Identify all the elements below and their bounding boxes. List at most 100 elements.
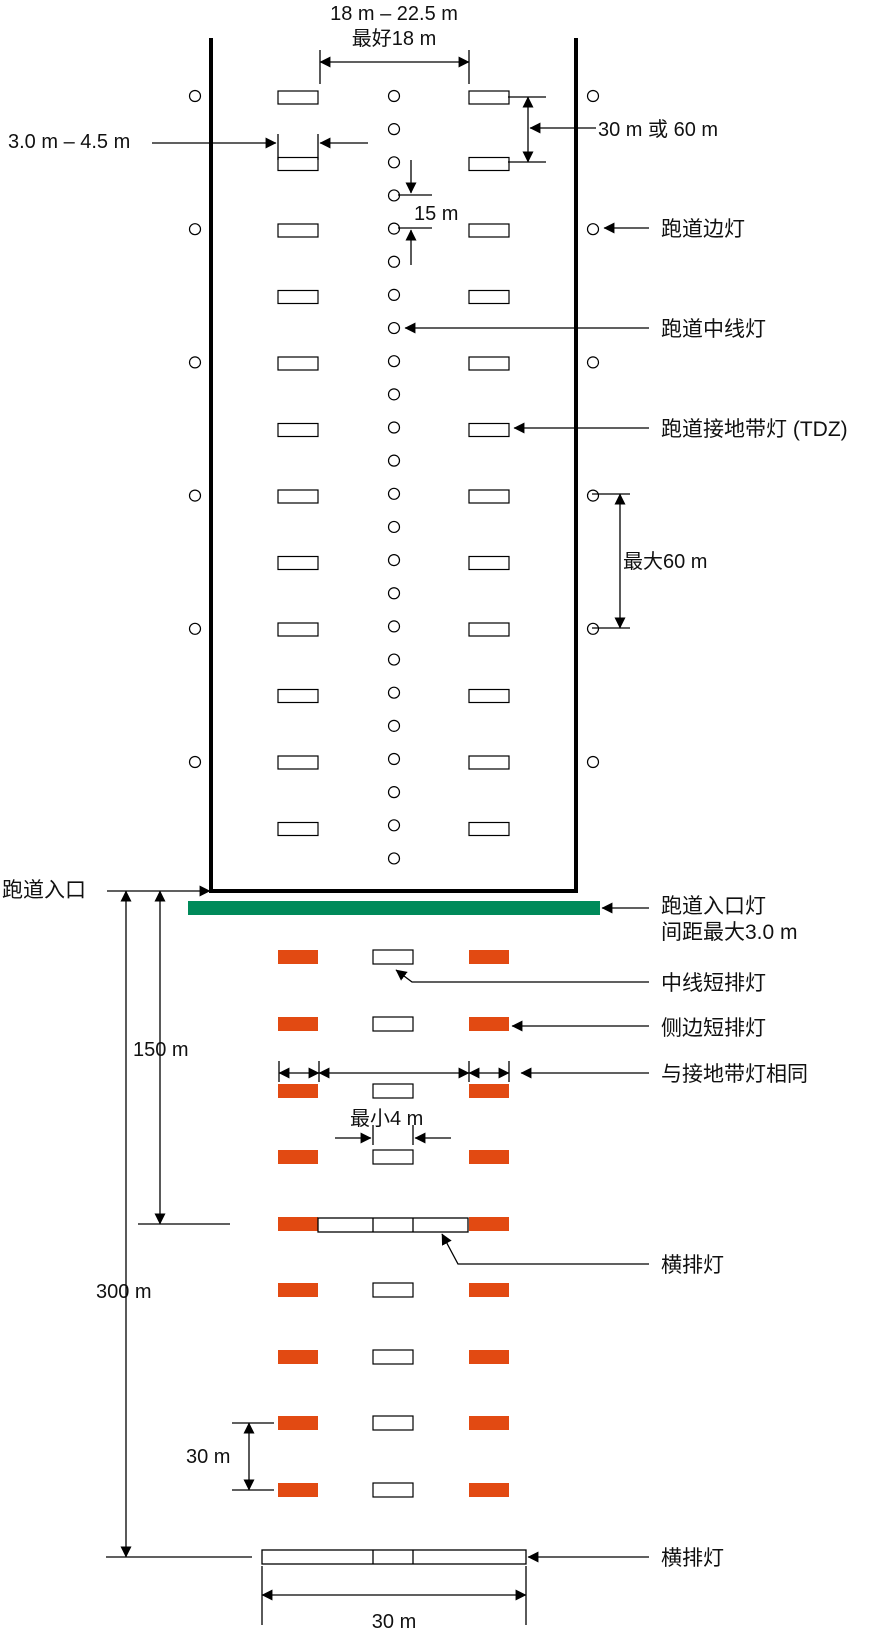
- tdz-barrette: [277, 156, 319, 172]
- centerline-light: [387, 156, 401, 169]
- edge-light: [586, 223, 600, 236]
- centerline-light: [387, 222, 401, 235]
- centerline-light: [387, 89, 401, 103]
- centerline-barrette: [372, 1282, 414, 1298]
- crossbar-150-leader: [441, 1233, 649, 1265]
- side-barrette: [469, 1217, 509, 1231]
- side-barrette: [469, 1283, 509, 1297]
- side-barrette: [469, 950, 509, 964]
- tdz-barrette: [468, 821, 510, 837]
- side-barrette-label: 侧边短排灯: [661, 1017, 766, 1040]
- edge-light: [188, 356, 202, 369]
- tdz-barrette: [468, 90, 510, 105]
- tdz-barrette: [468, 622, 510, 637]
- side-barrette: [278, 1283, 318, 1297]
- runway-outline: [209, 38, 578, 893]
- approach-spacing-text: 30 m: [186, 1446, 230, 1468]
- side-barrette: [469, 1084, 509, 1098]
- tdz-barrette: [277, 356, 319, 371]
- tdz-barrette: [277, 755, 319, 770]
- edge-light: [188, 223, 202, 236]
- centerline-light: [387, 819, 401, 832]
- tdz-barrette: [277, 688, 319, 704]
- side-barrette: [469, 1416, 509, 1430]
- centerline-barrette: [372, 1149, 414, 1165]
- centerline-barrette-label: 中线短排灯: [661, 972, 766, 995]
- tdz-barrette: [277, 555, 319, 571]
- centerline-light: [387, 719, 401, 732]
- centerline-light: [387, 487, 401, 500]
- tdz-spacing-text-2: 最好18 m: [352, 27, 436, 50]
- cl-spacing-text: 15 m: [414, 203, 458, 225]
- centerline-barrette: [372, 1415, 414, 1431]
- min-gap-text: 最小4 m: [350, 1107, 423, 1130]
- edge-light: [188, 622, 202, 635]
- edge-light: [188, 89, 202, 103]
- tdz-barrette: [277, 622, 319, 637]
- centerline-light: [387, 454, 401, 467]
- tdz-barrette: [468, 422, 510, 438]
- centerline-light: [387, 189, 401, 202]
- tdz-barrette: [277, 422, 319, 438]
- side-barrette: [469, 1150, 509, 1164]
- approach-lights-group: [278, 949, 509, 1498]
- side-barrette: [278, 1150, 318, 1164]
- centerline-light: [387, 786, 401, 799]
- centerline-label: 跑道中线灯: [661, 318, 766, 341]
- threshold-lights-label-1: 跑道入口灯: [661, 895, 766, 918]
- centerline-light: [387, 421, 401, 434]
- tdz-label: 跑道接地带灯 (TDZ): [661, 418, 848, 441]
- tdz-barrette: [468, 223, 510, 238]
- centerline-light: [387, 388, 401, 401]
- centerline-light: [387, 520, 401, 534]
- tdz-lights-group: [277, 90, 510, 837]
- threshold-lights-bar: [188, 901, 600, 915]
- centerline-barrette-leader: [395, 969, 649, 983]
- centerline-barrette: [372, 1349, 414, 1365]
- edge-light: [586, 489, 600, 502]
- edge-light: [586, 622, 600, 635]
- centerline-light: [387, 620, 401, 633]
- centerline-light: [387, 123, 401, 136]
- tdz-barrette: [468, 356, 510, 371]
- crossbar-150-label: 横排灯: [661, 1254, 724, 1277]
- edge-light: [188, 489, 202, 502]
- side-barrette: [469, 1017, 509, 1031]
- centerline-light: [387, 852, 401, 865]
- centerline-light: [387, 752, 401, 766]
- centerline-lights-group: [387, 89, 401, 865]
- tdz-barrette: [277, 289, 319, 305]
- edge-light: [586, 755, 600, 769]
- side-barrette: [278, 1084, 318, 1098]
- tdz-barrette: [277, 90, 319, 105]
- side-barrette: [278, 1416, 318, 1430]
- centerline-light: [387, 355, 401, 368]
- edge-spacing-text: 最大60 m: [623, 550, 707, 573]
- crossbar-300m: [261, 1549, 527, 1565]
- tdz-barrette: [468, 156, 510, 172]
- tdz-longitudinal-text: 30 m 或 60 m: [598, 118, 718, 141]
- edge-light: [586, 356, 600, 369]
- side-barrette: [278, 1483, 318, 1497]
- centerline-barrette: [372, 1016, 414, 1032]
- runway-edge-lights-group: [188, 89, 600, 769]
- centerline-light: [387, 255, 401, 268]
- tdz-barrette: [468, 555, 510, 571]
- threshold-label: 跑道入口: [2, 879, 86, 902]
- same-as-tdz-label: 与接地带灯相同: [661, 1063, 808, 1086]
- tdz-barrette: [468, 289, 510, 305]
- crossbar-150m: [317, 1217, 469, 1233]
- tdz-barrette: [468, 755, 510, 770]
- edge-light: [188, 755, 202, 769]
- centerline-barrette: [372, 1083, 414, 1099]
- side-barrette: [278, 1017, 318, 1031]
- centerline-light: [387, 653, 401, 666]
- tdz-barrette: [277, 821, 319, 837]
- side-barrette: [469, 1350, 509, 1364]
- centerline-light: [387, 686, 401, 699]
- side-barrette: [278, 1350, 318, 1364]
- crossbar-width-text: 30 m: [372, 1611, 416, 1630]
- dist-150-text: 150 m: [133, 1039, 189, 1061]
- barrette-length-text: 3.0 m – 4.5 m: [8, 131, 130, 153]
